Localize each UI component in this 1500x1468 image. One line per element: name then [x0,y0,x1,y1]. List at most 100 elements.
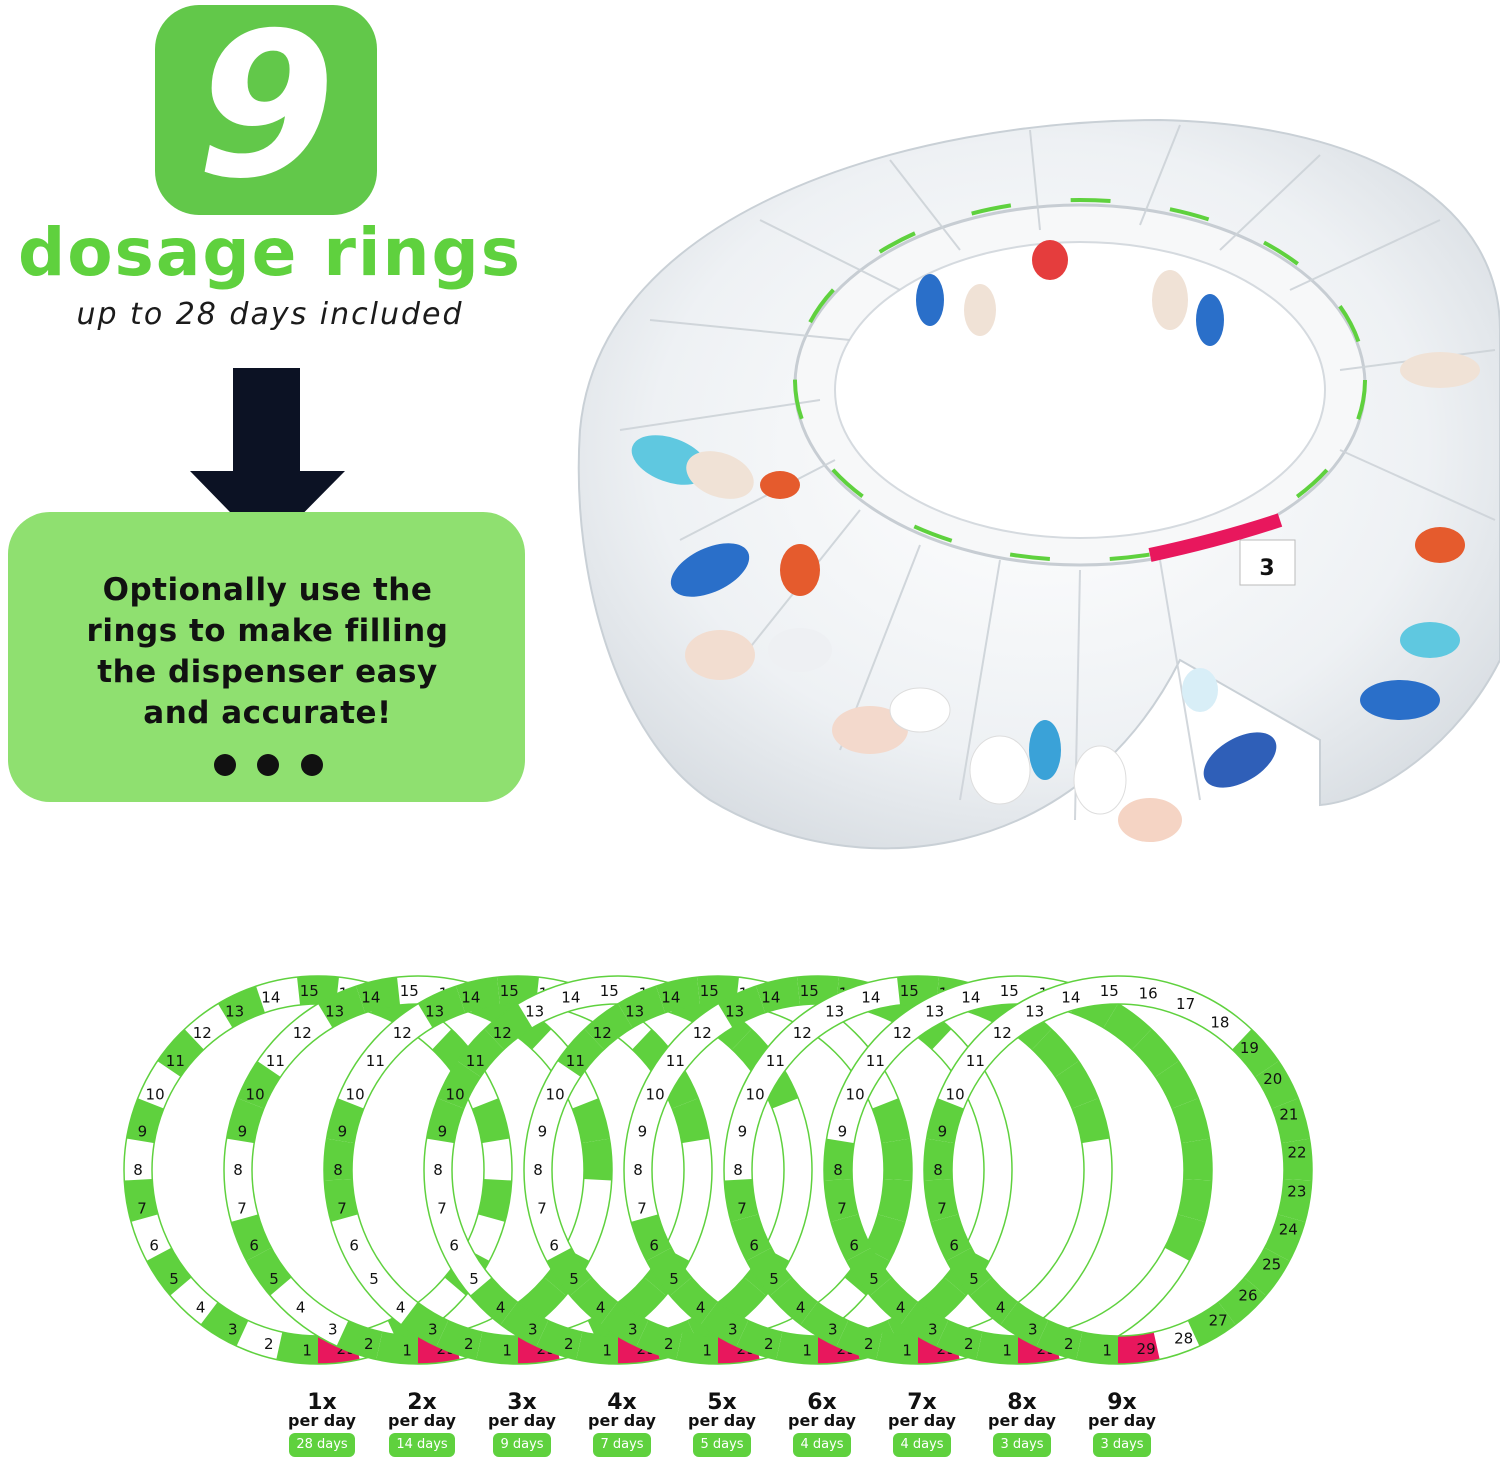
dose-multiplier: 4x [607,1390,637,1415]
ring-day-number: 3 [728,1321,738,1339]
days-pill: 9 days [493,1433,551,1457]
ring-day-number: 6 [849,1237,859,1255]
ring-day-number: 7 [237,1200,247,1218]
ring-day-number: 1 [602,1342,612,1360]
ring-segment [776,1332,819,1364]
ring-segment [536,1320,583,1360]
dose-multiplier: 9x [1107,1390,1137,1415]
ring-day-number: 15 [400,982,419,1000]
ring-day-number: 14 [361,988,380,1006]
per-day-label: per day [688,1411,756,1430]
ring-segment [824,1138,855,1181]
ring-segment [476,1332,519,1364]
ring-segment [1181,1138,1212,1181]
ring-day-number: 2 [364,1335,374,1353]
ring-day-number: 4 [896,1299,906,1317]
ring-segment [317,986,366,1028]
ring-segment [1244,1247,1290,1296]
ring-day-number: 6 [749,1237,759,1255]
callout-text: Optionally use the rings to make filling… [86,572,449,731]
ring-segment [864,1214,905,1261]
ring-day-number: 2 [564,1335,574,1353]
ring-segment [572,1098,610,1144]
per-day-label: per day [788,1411,856,1430]
ring-day-number: 13 [925,1002,944,1020]
dispenser-day-number: 3 [1259,556,1274,581]
days-pill: 28 days [289,1433,355,1457]
ring-day-number: 10 [446,1085,465,1103]
ring-segment [646,1247,692,1296]
ring-segment [836,1320,883,1360]
ring-day-number: 7 [837,1200,847,1218]
ring-day-number: 29 [1137,1340,1156,1358]
ring-segment [576,1332,619,1364]
ring-segment [700,1301,749,1347]
ring-day-number: 12 [193,1024,212,1042]
ring-segment [484,1003,533,1050]
ring-day-number: 14 [261,988,280,1006]
ring-segment [157,1029,205,1078]
ring-day-number: 26 [1238,1287,1257,1305]
ring-day-number: 3 [928,1321,938,1339]
ring-day-number: 9 [138,1122,148,1140]
ring-segment [731,1214,772,1261]
ring-day-number: 4 [496,1299,506,1317]
ellipsis-icon [214,754,323,776]
ring-segment [1231,1029,1279,1078]
ring-day-number: 9 [738,1122,748,1140]
ring-segment [1076,1332,1119,1364]
dose-multiplier: 1x [307,1390,337,1415]
ring-day-number: 10 [146,1085,165,1103]
ring-day-number: 7 [637,1200,647,1218]
ring-segment [1281,1138,1312,1181]
badge-number: 9 [196,0,336,223]
ring-day-number: 9 [638,1122,648,1140]
ring-segment [246,1247,292,1296]
ring-segment [324,1178,359,1222]
ring-segment [546,1247,592,1296]
ring-segment [931,1214,972,1261]
ring-segment [736,1320,783,1360]
ring-day-number: 10 [846,1085,865,1103]
ring-day-number: 10 [346,1085,365,1103]
ring-day-number: 14 [561,988,580,1006]
ring-segment [472,1098,510,1144]
ring-segment [437,1061,481,1109]
ring-segment [1272,1098,1310,1144]
ring-segment [231,1214,272,1261]
ring-segment [497,976,539,1006]
ring-day-number: 3 [628,1321,638,1339]
ring-segment [824,1178,859,1222]
ring-day-number: 8 [933,1161,943,1179]
ring-day-number: 10 [746,1085,765,1103]
ring-segment [936,1320,983,1360]
ring-segment [457,1029,505,1078]
ring-segment [1036,1320,1083,1360]
ring-day-number: 15 [500,982,519,1000]
ring-day-number: 5 [469,1270,479,1288]
ring-day-number: 12 [793,1024,812,1042]
ring-day-number: 14 [1061,988,1080,1006]
ring-segment [970,1277,1018,1325]
ring-segment [1000,1301,1049,1347]
ring-day-number: 3 [1028,1321,1038,1339]
ring-day-number: 13 [625,1002,644,1020]
ring-day-number: 4 [296,1299,306,1317]
dose-multiplier: 5x [707,1390,737,1415]
dose-multiplier: 7x [907,1390,937,1415]
ring-day-number: 1 [502,1342,512,1360]
ring-day-number: 8 [133,1161,143,1179]
ring-day-number: 11 [466,1052,485,1070]
ring-segment [1255,1061,1299,1109]
ring-segment [676,1332,719,1364]
per-day-label: per day [888,1411,956,1430]
ring-segment [877,1178,912,1222]
ring-day-number: 8 [833,1161,843,1179]
ring-day-number: 10 [946,1085,965,1103]
ring-segment [237,1061,281,1109]
